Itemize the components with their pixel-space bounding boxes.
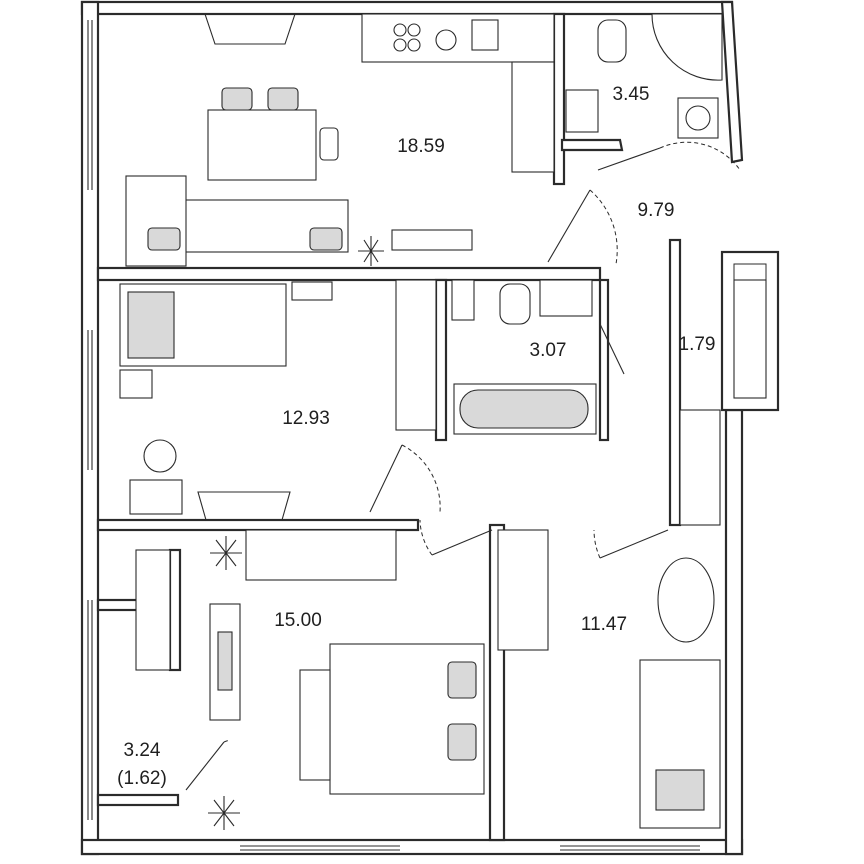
bathroom-1-fixtures [565, 13, 723, 139]
kitchen-living-furniture [125, 13, 555, 267]
plant-icons [208, 236, 384, 830]
exterior-walls [80, 0, 780, 856]
windows [87, 20, 700, 851]
interior-walls [96, 12, 682, 842]
area-label-kitchen-living: 18.59 [397, 136, 445, 157]
doors [185, 141, 741, 791]
wardrobes [245, 279, 767, 651]
area-label-balcony: 3.24 [124, 740, 161, 761]
area-label-balcony-reduced: (1.62) [117, 768, 167, 789]
area-label-hallway: 9.79 [638, 200, 675, 221]
bedroom-3-furniture [639, 557, 721, 829]
area-label-bedroom-2: 15.00 [274, 610, 322, 631]
bedroom-1-furniture [119, 279, 437, 521]
area-label-bathroom-1: 3.45 [613, 84, 650, 105]
bedroom-2-furniture [135, 549, 485, 795]
bathroom-2-fixtures [451, 279, 597, 435]
area-label-storage: 1.79 [679, 334, 716, 355]
area-label-bathroom-2: 3.07 [530, 340, 567, 361]
area-label-bedroom-1: 12.93 [282, 408, 330, 429]
area-label-bedroom-3: 11.47 [581, 614, 627, 635]
